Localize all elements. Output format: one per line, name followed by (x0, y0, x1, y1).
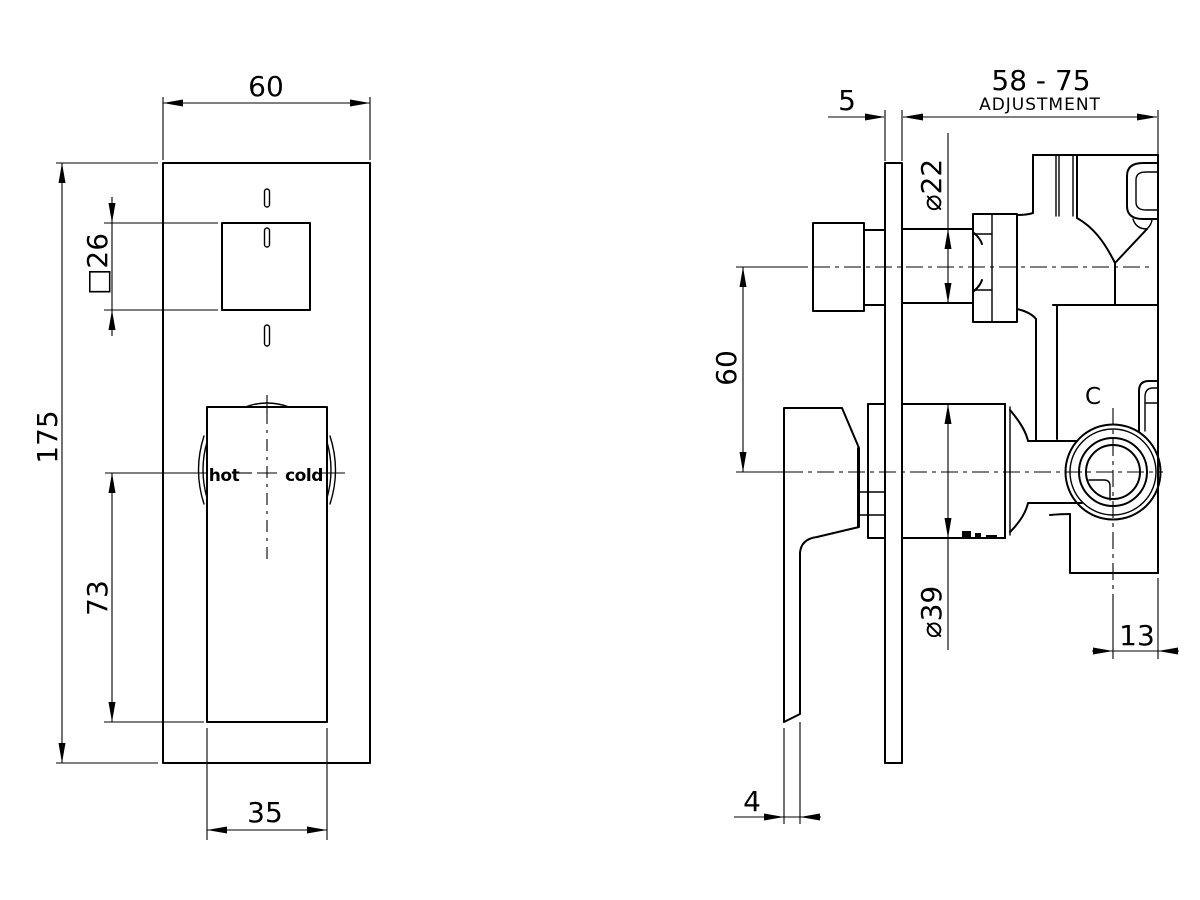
front-lever-offset-dim: 73 (81, 580, 114, 616)
side-adjustment-range-dim: 58 - 75 (991, 64, 1090, 97)
front-diverter-button (221, 222, 311, 311)
front-lever-width-dim: 35 (247, 796, 283, 829)
side-upper-body (1016, 154, 1159, 441)
front-lever-left-arc-inner (202, 441, 208, 499)
side-lever-thickness-dim: 4 (743, 785, 761, 818)
front-lever-right-arc-inner (326, 441, 332, 499)
port-c-label: C (1085, 384, 1101, 410)
front-lever-handle (206, 406, 328, 723)
front-height-dim: 175 (31, 410, 64, 463)
side-plate-thickness-dim: 5 (838, 84, 856, 117)
side-hex-nut (972, 213, 1018, 323)
side-view-dimensions: 5 58 - 75 ADJUSTMENT ⌀22 60 ⌀39 13 (710, 64, 1179, 824)
side-spindle-dia-dim: ⌀22 (915, 159, 948, 212)
side-view: C (783, 154, 1162, 764)
side-cartridge-body (901, 403, 1083, 539)
side-port-spacing-dim: 60 (710, 350, 743, 386)
front-index-slot-top (263, 188, 271, 208)
side-body-dia-dim: ⌀39 (915, 586, 948, 639)
side-lever-collar (857, 403, 886, 539)
front-index-slot-middle (263, 324, 271, 347)
side-lever-handle (783, 407, 860, 723)
hot-label: hot (209, 466, 240, 486)
side-outlet-socket (1126, 162, 1159, 220)
front-view-dimensions: 60 175 □26 73 35 (31, 70, 371, 840)
front-plate-outline (162, 162, 371, 764)
front-index-slot-button (263, 227, 271, 248)
front-width-dim: 60 (248, 70, 284, 103)
side-lower-bracket (1049, 513, 1159, 574)
front-view: hot cold (162, 162, 371, 764)
cold-label: cold (285, 466, 323, 486)
side-outlet-offset-dim: 13 (1119, 619, 1155, 652)
front-lever-left-arc-outer (197, 435, 205, 505)
side-adjustment-label: ADJUSTMENT (979, 95, 1101, 115)
front-button-dim: □26 (81, 233, 114, 295)
front-lever-right-arc-outer (329, 435, 337, 505)
side-wall-plate (884, 162, 903, 764)
side-elbow-hook (1138, 380, 1159, 432)
